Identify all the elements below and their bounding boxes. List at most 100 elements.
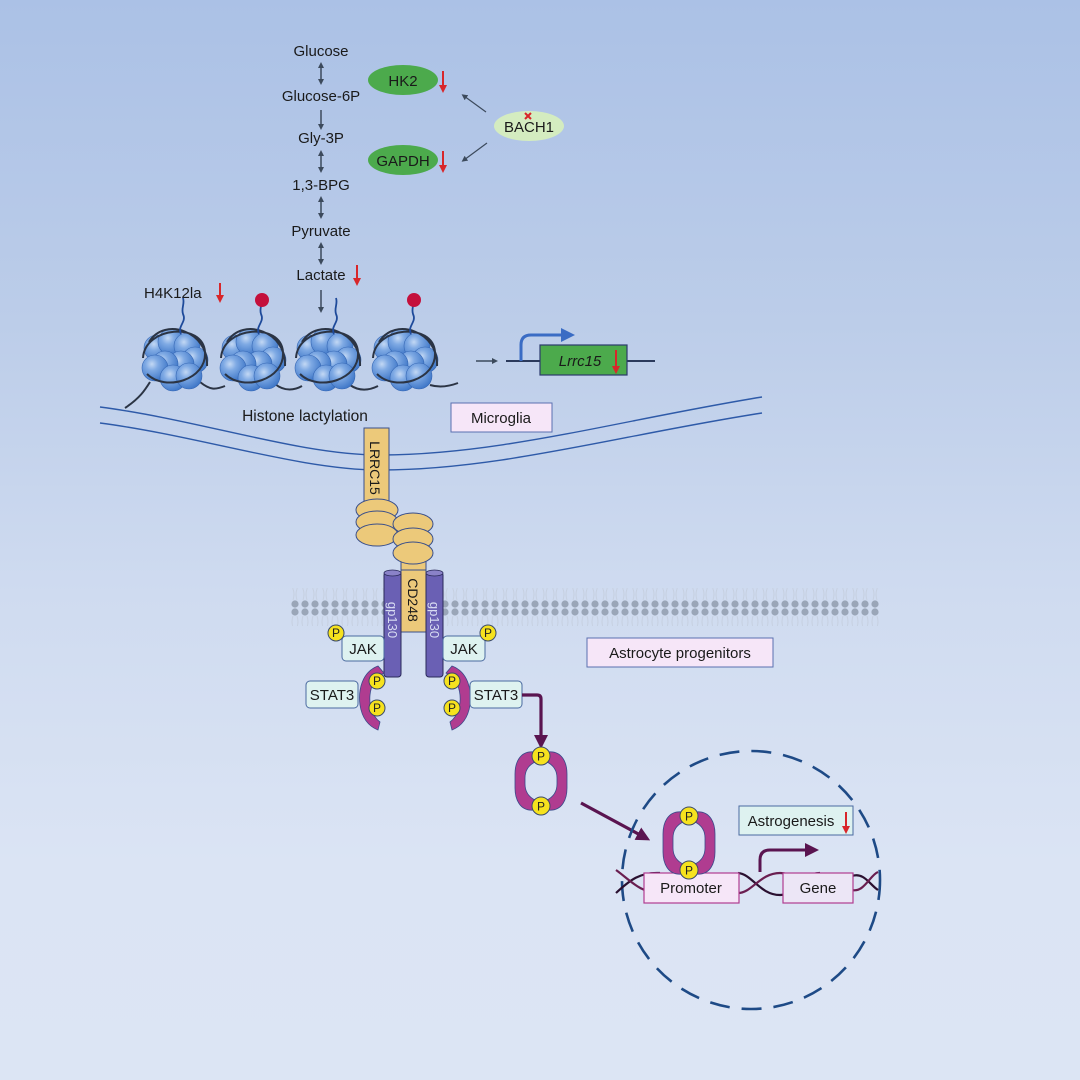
regulator-bach1-label: BACH1 xyxy=(504,119,554,136)
glycolysis-pathway: Glucose Glucose-6P Gly-3P 1,3-BPG Pyruva… xyxy=(282,43,564,313)
lactyl-mark-icon xyxy=(255,293,269,307)
phospho-icon: P xyxy=(443,672,461,690)
metabolite-13-bpg: 1,3-BPG xyxy=(292,177,350,194)
astrocyte-label: Astrocyte progenitors xyxy=(609,645,751,662)
h4k12la-label: H4K12la xyxy=(144,285,202,302)
stat3-dimer-cytoplasm: PP xyxy=(514,746,568,816)
histone-subunit xyxy=(253,362,281,390)
nuclear-translocation-arrow xyxy=(580,801,651,841)
microglia-label-box: Microglia xyxy=(450,402,553,433)
nucleosome xyxy=(141,297,209,392)
jak-left-label: JAK xyxy=(349,641,377,658)
gene-label: Gene xyxy=(800,880,837,897)
stat3-monomer xyxy=(694,811,716,875)
nucleosome xyxy=(294,297,362,392)
bach1-to-gapdh-arrow xyxy=(461,142,488,162)
stat3-monomer xyxy=(546,751,568,811)
svg-text:P: P xyxy=(685,864,693,878)
phospho-icon: P xyxy=(368,699,386,717)
promoter-label: Promoter xyxy=(660,880,722,897)
histone-subunit xyxy=(405,362,433,390)
microglia-membrane xyxy=(99,396,763,471)
phospho-icon: P xyxy=(679,806,699,826)
astrocyte-membrane xyxy=(290,588,880,626)
svg-text:P: P xyxy=(373,674,381,688)
enzyme-hk2: HK2 xyxy=(368,65,447,95)
svg-text:P: P xyxy=(484,626,492,640)
gp130-right-label: gp130 xyxy=(427,602,442,638)
lactyl-mark-icon xyxy=(407,293,421,307)
dna-wrap xyxy=(295,328,362,384)
svg-text:P: P xyxy=(537,750,545,764)
histone-subunit xyxy=(175,362,203,390)
dna-wrap xyxy=(372,328,439,384)
nucleus: Promoter Gene Astrogenesis PP xyxy=(615,749,882,1011)
metabolite-gly-3p: Gly-3P xyxy=(298,130,344,147)
astrogenesis-label: Astrogenesis xyxy=(748,813,835,830)
lrrc15-gene-label: Lrrc15 xyxy=(559,353,602,370)
histone-tail xyxy=(179,297,185,335)
microglia-label: Microglia xyxy=(471,410,532,427)
metabolite-glucose-6p: Glucose-6P xyxy=(282,88,360,105)
svg-text:P: P xyxy=(448,674,456,688)
enzyme-gapdh-label: GAPDH xyxy=(376,153,429,170)
stat3-monomer xyxy=(662,811,684,875)
phospho-icon: P xyxy=(327,624,345,642)
svg-text:P: P xyxy=(332,626,340,640)
stat3-dimer-bound: PP xyxy=(662,806,716,880)
astrocyte-label-box: Astrocyte progenitors xyxy=(586,637,774,668)
enzyme-hk2-label: HK2 xyxy=(388,73,417,90)
stat3-right: STAT3 P P xyxy=(443,665,523,731)
phospho-icon: P xyxy=(443,699,461,717)
knockout-x-icon xyxy=(524,112,532,120)
stat3-left: STAT3 P P xyxy=(305,665,386,731)
phospho-icon: P xyxy=(479,624,497,642)
lrrc15-ligand: LRRC15 xyxy=(355,427,399,547)
histone-tail xyxy=(332,297,338,335)
nucleosome xyxy=(219,293,287,392)
gp130-left-label: gp130 xyxy=(385,602,400,638)
stat3-right-label: STAT3 xyxy=(474,687,518,704)
svg-text:P: P xyxy=(537,800,545,814)
phospho-icon: P xyxy=(368,672,386,690)
dna-wrap xyxy=(220,328,287,384)
jak-right-label: JAK xyxy=(450,641,478,658)
gp130-right: gp130 xyxy=(425,569,444,678)
regulator-bach1: BACH1 xyxy=(461,94,564,162)
metabolite-glucose: Glucose xyxy=(293,43,348,60)
nuclear-envelope xyxy=(620,749,882,1011)
phospho-icon: P xyxy=(531,746,551,766)
dna-linker xyxy=(124,381,459,409)
gene-box xyxy=(782,872,854,904)
promoter-box xyxy=(643,872,740,904)
transcription-start-arrow-icon xyxy=(519,328,575,361)
metabolite-pyruvate: Pyruvate xyxy=(291,223,350,240)
enzyme-gapdh: GAPDH xyxy=(368,145,447,175)
histone-lactylation-caption: Histone lactylation xyxy=(242,408,368,425)
gp130-left: gp130 xyxy=(383,569,402,678)
astrogenesis-box xyxy=(738,805,854,836)
jak-left: JAK P xyxy=(327,624,385,662)
dna-wrap xyxy=(142,328,209,384)
phospho-icon: P xyxy=(679,860,699,880)
svg-text:P: P xyxy=(448,701,456,715)
chromatin: H4K12la Histone lactylation xyxy=(124,283,498,425)
svg-text:P: P xyxy=(373,701,381,715)
bach1-to-hk2-arrow xyxy=(461,94,487,113)
cd248-label: CD248 xyxy=(405,578,421,622)
stat3-left-label: STAT3 xyxy=(310,687,354,704)
transcription-arrow-icon xyxy=(758,843,819,872)
svg-text:P: P xyxy=(685,810,693,824)
histone-subunit xyxy=(328,362,356,390)
receptor-complex: LRRC15 CD248 gp130 gp130 xyxy=(290,427,880,731)
jak-right: JAK P xyxy=(442,624,497,662)
stat3-monomer xyxy=(514,751,536,811)
nucleosome xyxy=(371,293,439,392)
nucleosome-array xyxy=(141,293,439,392)
metabolite-lactate: Lactate xyxy=(296,267,345,284)
phospho-icon: P xyxy=(531,796,551,816)
lrrc15-gene: Lrrc15 xyxy=(506,328,655,376)
stat3-dimerization-arrow xyxy=(522,693,548,749)
lrrc15-label: LRRC15 xyxy=(367,441,383,495)
